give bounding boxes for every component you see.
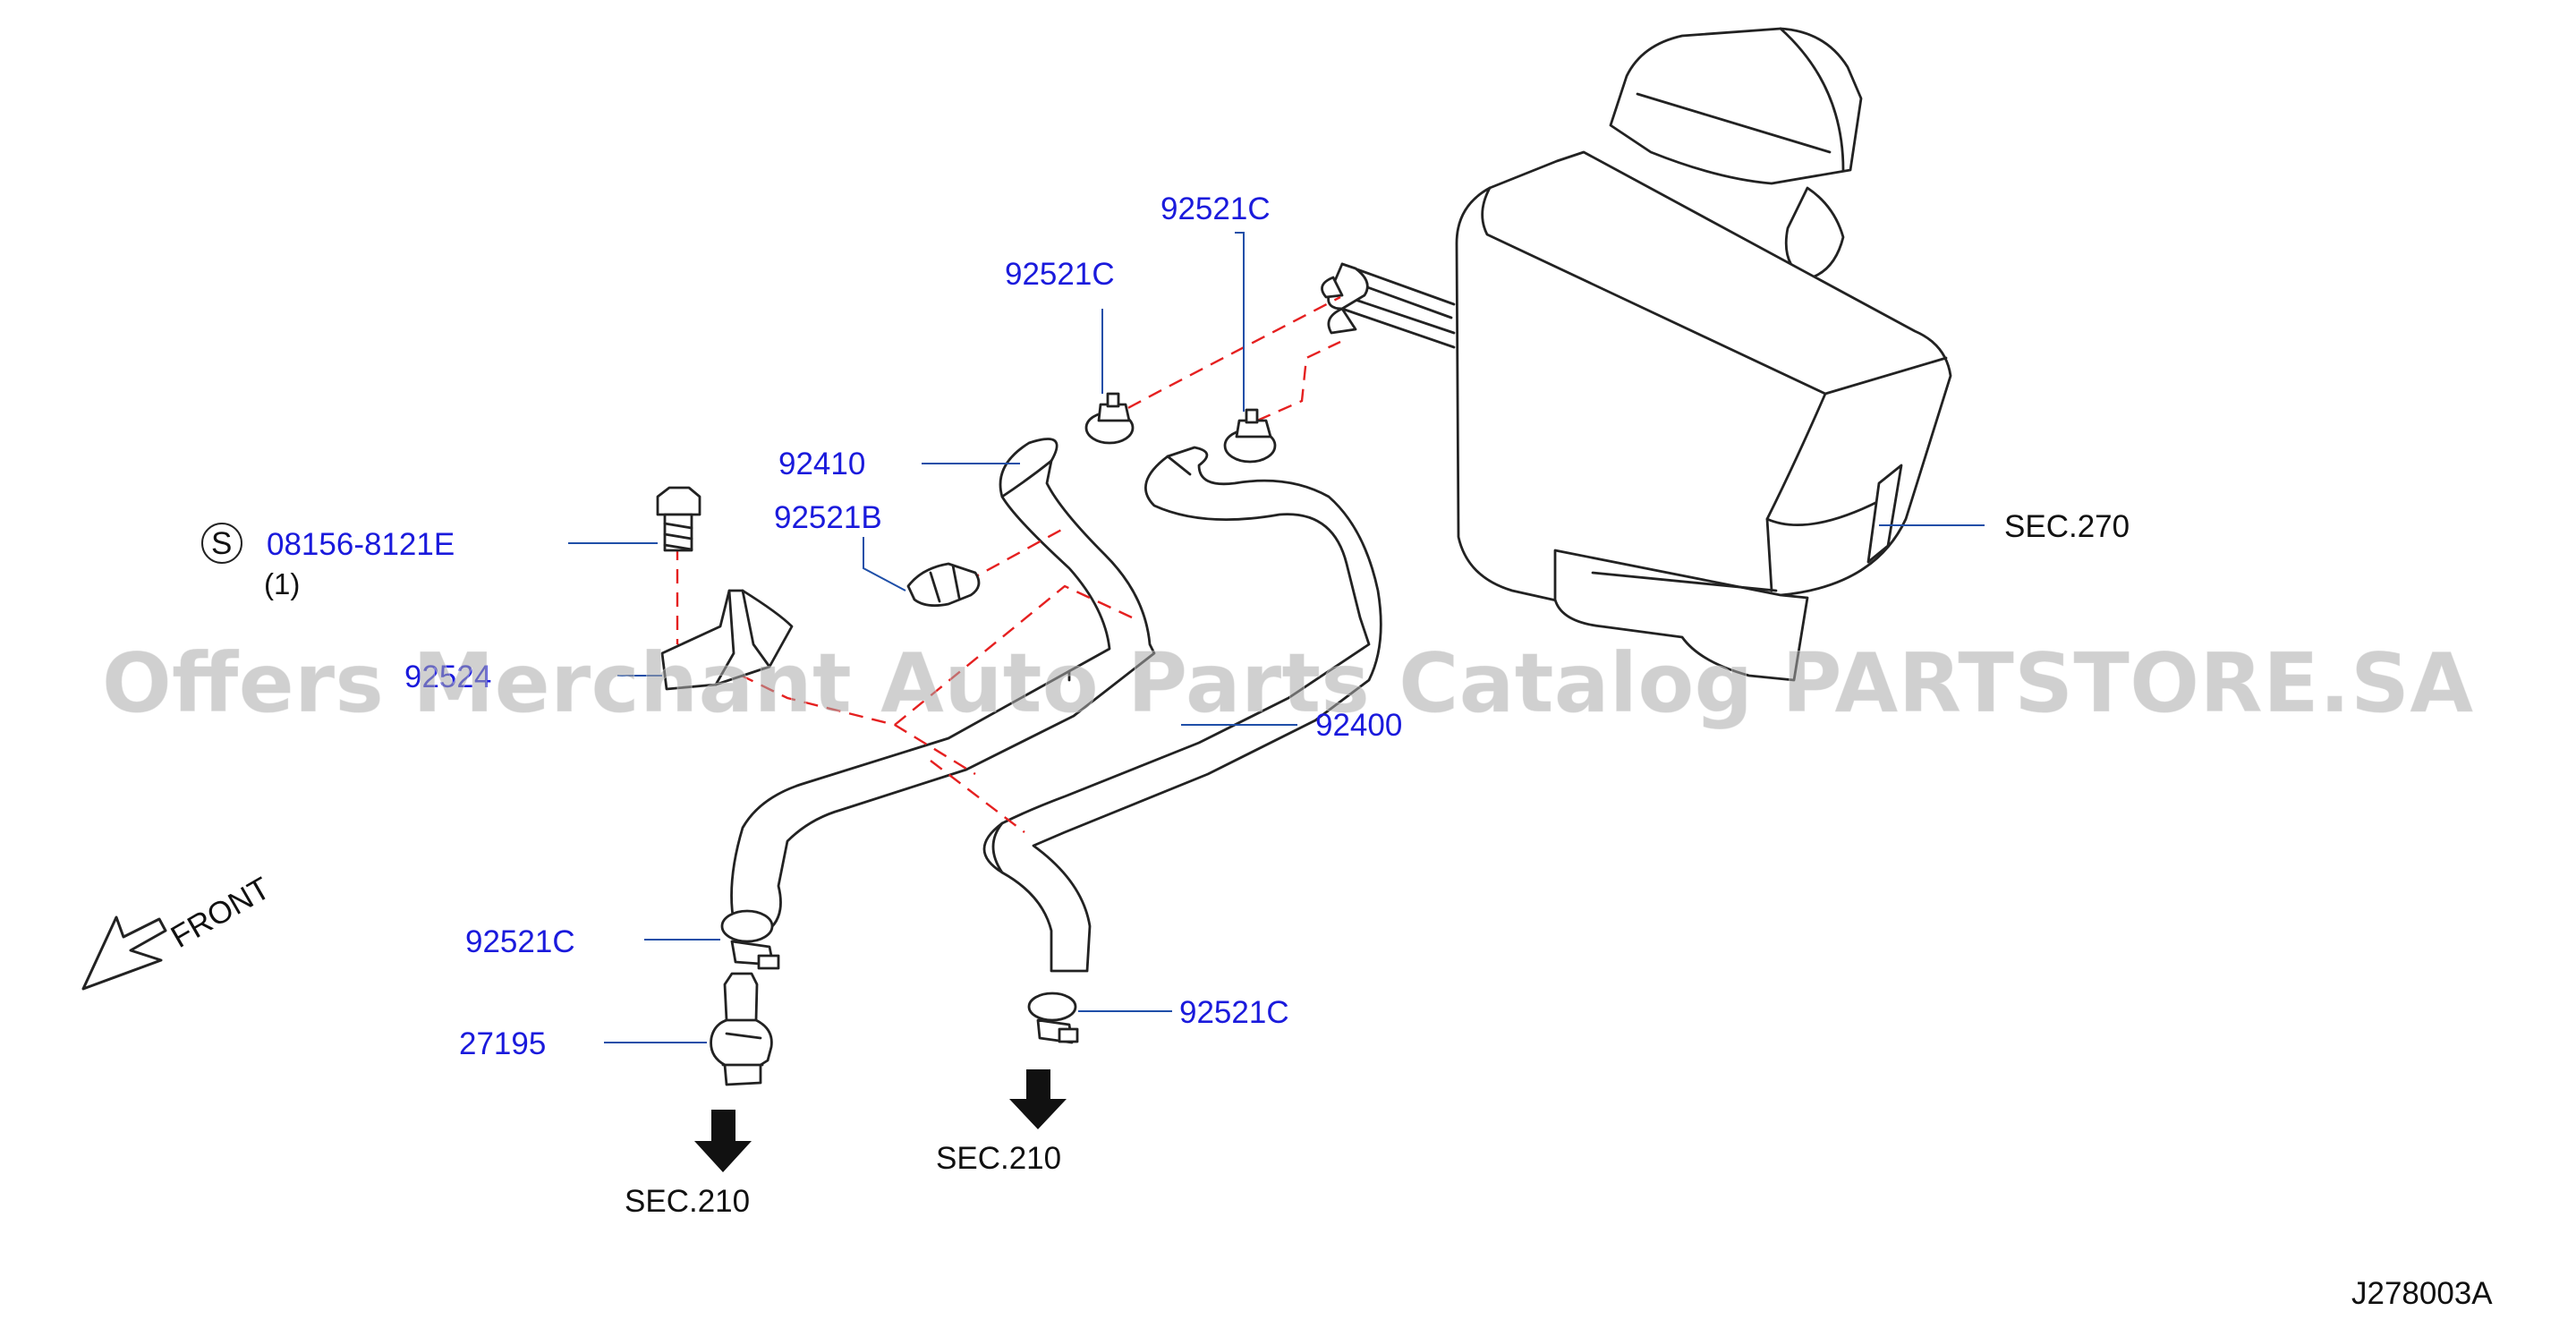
watermark: Offers Merchant Auto Parts Catalog PARTS…: [102, 635, 2474, 731]
heater-unit: [1321, 27, 1952, 682]
bolt-quantity: (1): [264, 567, 300, 600]
leader-lines: [568, 232, 1985, 1043]
front-arrow-icon: [81, 915, 167, 991]
arrow-sec210-right: [1009, 1069, 1067, 1129]
clamp-top-left: [1084, 392, 1135, 445]
clamp-lower-left: [720, 909, 780, 970]
label-92521c-lower-left[interactable]: 92521C: [465, 924, 575, 959]
assembly-lines: [676, 295, 1341, 833]
front-label: FRONT: [166, 871, 276, 955]
label-08156-8121e[interactable]: 08156-8121E: [267, 527, 455, 562]
hose-92400: [982, 446, 1382, 973]
clamp-lower-right: [1027, 992, 1079, 1044]
label-sec270[interactable]: SEC.270: [2004, 509, 2130, 544]
clamp-top-right: [1223, 408, 1277, 464]
label-92524[interactable]: 92524: [404, 660, 491, 694]
label-92521c-lower-right[interactable]: 92521C: [1179, 995, 1289, 1030]
label-92400[interactable]: 92400: [1315, 708, 1402, 743]
label-92410[interactable]: 92410: [778, 447, 865, 481]
s-symbol-text: S: [211, 526, 232, 561]
diagram-id: J278003A: [2351, 1276, 2493, 1311]
label-sec210-left[interactable]: SEC.210: [625, 1184, 750, 1219]
standard-part-symbol: [201, 523, 242, 564]
bracket-92524: [660, 589, 794, 691]
valve-27195: [710, 972, 773, 1086]
label-92521c-top-left[interactable]: 92521C: [1005, 257, 1115, 292]
label-92521c-top-right[interactable]: 92521C: [1160, 192, 1271, 226]
arrow-sec210-left: [694, 1110, 752, 1172]
part-labels: 92521C 92521C 92410 92521B S 08156-8121E…: [166, 192, 2494, 1311]
label-27195[interactable]: 27195: [459, 1026, 546, 1061]
label-sec210-right[interactable]: SEC.210: [936, 1141, 1061, 1176]
bolt-08156: [656, 486, 701, 552]
label-92521b[interactable]: 92521B: [774, 500, 882, 535]
clip-92521b: [906, 562, 981, 608]
